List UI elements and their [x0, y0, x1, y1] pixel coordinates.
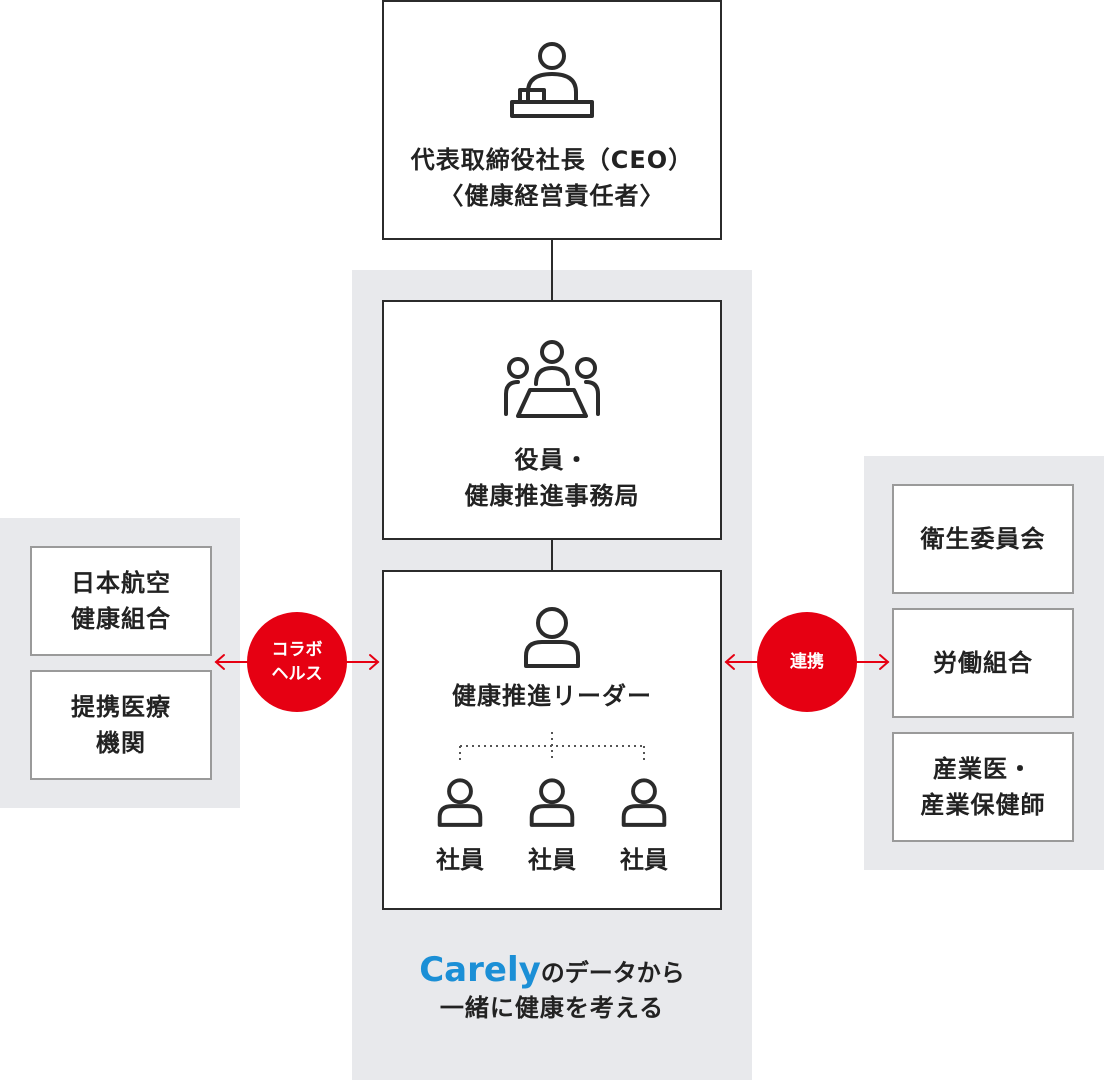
ceo-box: 代表取締役社長（CEO） 〈健康経営責任者〉 [382, 0, 722, 240]
right-box-3-line2: 産業保健師 [920, 791, 1046, 819]
employee-icon-3 [621, 778, 667, 827]
right-box-doctor: 産業医・ 産業保健師 [892, 732, 1074, 842]
connector-ceo-office [551, 238, 553, 302]
dotted-tree [459, 732, 645, 762]
ceo-title-line2: 〈健康経営責任者〉 [439, 182, 665, 210]
leader-title: 健康推進リーダー [452, 682, 652, 710]
right-box-1-line1: 衛生委員会 [920, 525, 1046, 553]
left-box-1-line1: 日本航空 [71, 569, 171, 597]
carely-logo: Carely [419, 950, 541, 990]
right-box-hygiene: 衛生委員会 [892, 484, 1074, 594]
presenter-desk-icon [510, 42, 594, 118]
cooperation-badge: 連携 [757, 612, 857, 712]
collabo-badge-line1: コラボ [271, 640, 323, 660]
footer-line2: 一緒に健康を考える [439, 994, 665, 1022]
person-icon [524, 607, 580, 668]
collabo-health-badge: コラボ ヘルス [247, 612, 347, 712]
right-box-2-line1: 労働組合 [933, 649, 1033, 677]
left-box-health-union: 日本航空 健康組合 [30, 546, 212, 656]
employee-icon-2 [529, 778, 575, 827]
meeting-group-icon [504, 340, 600, 418]
right-box-3-line1: 産業医・ [933, 755, 1033, 783]
connector-office-leader [551, 538, 553, 572]
office-box: 役員・ 健康推進事務局 [382, 300, 722, 540]
office-title-line2: 健康推進事務局 [464, 482, 640, 510]
ceo-title-line1: 代表取締役社長（CEO） [410, 146, 694, 174]
employee-label-1: 社員 [436, 846, 484, 874]
left-box-medical: 提携医療 機関 [30, 670, 212, 780]
footer-line1-text: のデータから [540, 959, 685, 987]
employee-label-2: 社員 [528, 846, 576, 874]
left-box-1-line2: 健康組合 [71, 605, 171, 633]
left-box-2-line1: 提携医療 [71, 693, 171, 721]
office-title-line1: 役員・ [514, 446, 590, 474]
footer-line1: Carelyのデータから [352, 948, 752, 992]
right-box-labor-union: 労働組合 [892, 608, 1074, 718]
cooperation-badge-label: 連携 [790, 652, 824, 672]
leader-box: 健康推進リーダー 社員 社員 社員 [382, 570, 722, 910]
employee-label-3: 社員 [620, 846, 668, 874]
collabo-badge-line2: ヘルス [271, 664, 323, 684]
left-box-2-line2: 機関 [96, 729, 146, 757]
employee-icon-1 [437, 778, 483, 827]
